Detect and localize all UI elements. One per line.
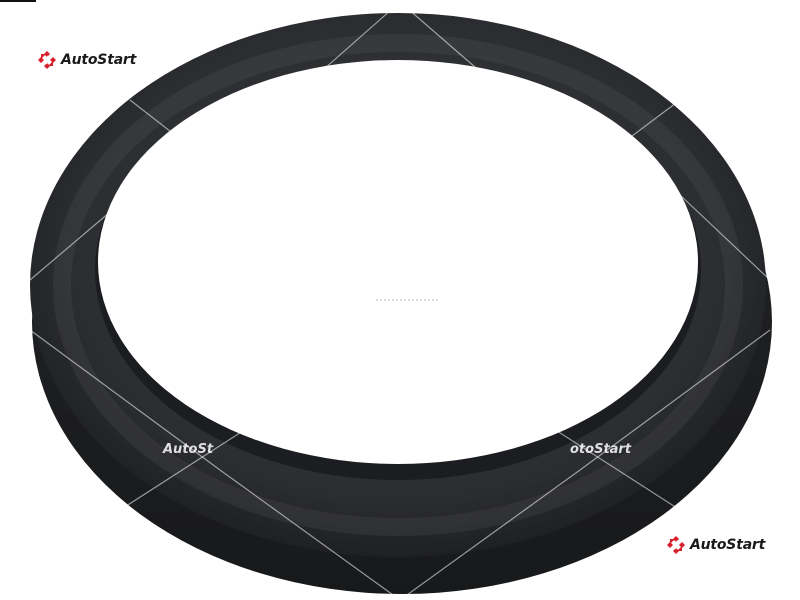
brand-name: AutoStart: [61, 52, 137, 68]
watermark-text-left: AutoSt: [163, 442, 214, 457]
brand-name: AutoStart: [690, 537, 766, 553]
brand-logo-top-left: AutoStart: [37, 50, 136, 70]
ring-highlight: [53, 34, 743, 536]
watermark-text-right: otoStart: [570, 442, 632, 457]
autostart-logo-icon: [667, 536, 685, 554]
top-corner-rule: [0, 0, 36, 2]
watermark-lines: [29, 0, 771, 600]
autostart-logo-icon: [38, 51, 56, 69]
ring-hole: [98, 60, 698, 464]
brand-logo-bottom-right: AutoStart: [666, 535, 765, 555]
